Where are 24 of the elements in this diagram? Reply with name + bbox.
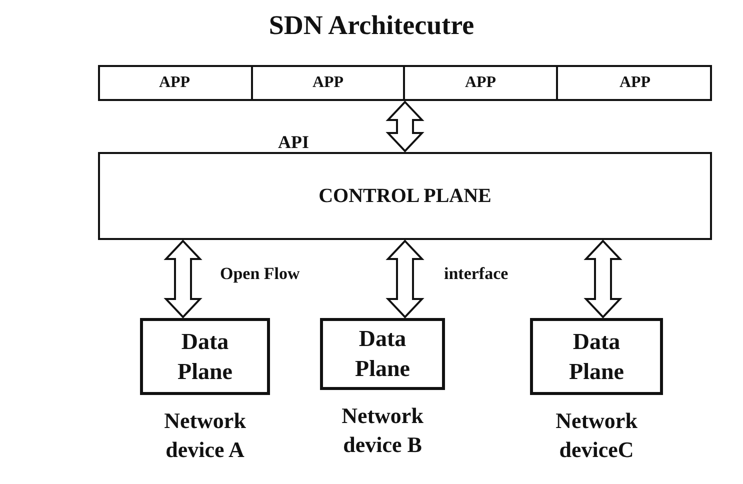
data-plane-box: [320, 318, 445, 390]
node-text: Data Plane: [568, 328, 625, 386]
interface-label: interface: [444, 264, 508, 284]
device-caption: Network device A: [163, 407, 247, 464]
double-arrow: [386, 100, 424, 152]
node-text: APP: [464, 72, 496, 93]
app-bar: [98, 65, 712, 101]
diagram-title: SDN Architecutre: [268, 10, 476, 41]
double-arrow: [386, 240, 424, 318]
node-text: Data Plane: [354, 325, 411, 383]
double-arrow: [584, 240, 622, 318]
data-plane-box: [530, 318, 663, 395]
node-text: CONTROL PLANE: [318, 184, 492, 209]
control-plane-box: [98, 152, 712, 240]
node-text: APP: [158, 72, 190, 93]
device-caption: Network deviceC: [554, 407, 638, 464]
interface-label: Open Flow: [220, 264, 300, 284]
node-text: Data Plane: [176, 328, 234, 386]
node-text: APP: [312, 72, 344, 93]
device-caption: Network device B: [340, 402, 424, 459]
node-text: APP: [619, 72, 651, 93]
interface-label: API: [278, 132, 309, 153]
data-plane-box: [140, 318, 270, 395]
double-arrow: [164, 240, 202, 318]
